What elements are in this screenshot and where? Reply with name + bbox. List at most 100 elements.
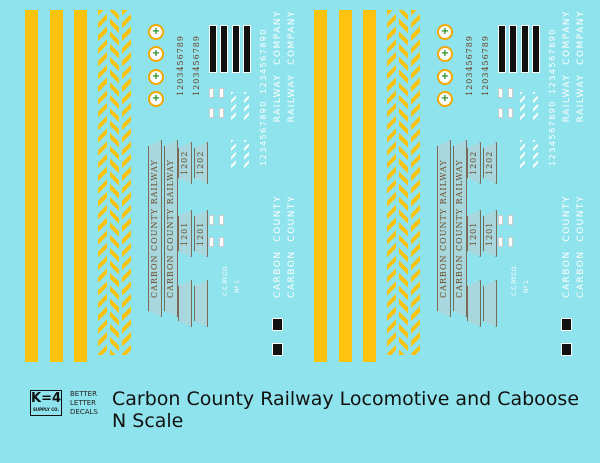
- slash-decal: [533, 92, 538, 120]
- herald-icon: +: [148, 24, 164, 40]
- herald-icon: +: [437, 69, 453, 85]
- numerals: 1203456789: [176, 35, 185, 96]
- railway-company-text: RAILWAY COMPANY: [273, 10, 283, 123]
- dash-decal: [209, 237, 214, 247]
- product-title: Carbon County Railway Locomotive and Cab…: [112, 388, 579, 432]
- dash-decal: [498, 237, 503, 247]
- dash-decal: [498, 88, 503, 98]
- black-tag-decal: [498, 25, 506, 73]
- scale-text: N Scale: [112, 410, 184, 432]
- herald-icon: +: [148, 91, 164, 107]
- dash-decal: [209, 108, 214, 118]
- chevron-stripe-decal: [399, 10, 408, 355]
- herald-icon: +: [148, 46, 164, 62]
- black-tag-small: [561, 343, 572, 356]
- numerals: 1203456789: [192, 35, 201, 96]
- black-tag-small: [561, 318, 572, 331]
- number-board: 1202: [194, 142, 208, 184]
- chevron-stripe-decal: [387, 10, 396, 355]
- slash-decal: [520, 92, 525, 120]
- black-tag-decal: [521, 25, 529, 73]
- dash-decal: [219, 215, 224, 225]
- dash-decal: [508, 215, 513, 225]
- slash-decal: [533, 140, 538, 168]
- black-tag-small: [272, 343, 283, 356]
- herald-icon: +: [437, 46, 453, 62]
- black-tag-decal: [243, 25, 251, 73]
- black-tag-decal: [220, 25, 228, 73]
- white-numerals: 1234567890: [548, 28, 557, 94]
- dash-decal: [209, 88, 214, 98]
- number-board: 1201: [467, 210, 481, 257]
- tagline: BETTER LETTER DECALS: [70, 390, 98, 417]
- herald-icon: +: [437, 24, 453, 40]
- title-text: Carbon County Railway Locomotive and Cab…: [112, 388, 580, 410]
- dash-decal: [219, 237, 224, 247]
- number-board: 1202: [483, 142, 497, 184]
- yellow-stripe-decal: [25, 10, 38, 362]
- black-tag-small: [272, 318, 283, 331]
- numerals: 1203456789: [465, 35, 474, 96]
- black-tag-decal: [532, 25, 540, 73]
- number-board: 1201: [483, 210, 497, 257]
- white-numerals: 1234567890: [259, 100, 268, 166]
- black-tag-decal: [232, 25, 240, 73]
- dash-decal: [498, 215, 503, 225]
- railroad-name-board: CARBON COUNTY RAILWAY: [164, 140, 178, 317]
- dash-decal: [508, 108, 513, 118]
- dash-decal: [508, 237, 513, 247]
- number-board: 1201: [178, 210, 192, 257]
- dash-decal: [219, 88, 224, 98]
- blank-board: [194, 280, 208, 327]
- carbon-county-text: CARBON COUNTY: [562, 195, 572, 298]
- herald-icon: +: [148, 69, 164, 85]
- railroad-name-board: CARBON COUNTY RAILWAY: [453, 140, 467, 317]
- tagline-line: DECALS: [70, 408, 98, 416]
- logo-mark: K=4: [31, 391, 62, 406]
- carbon-county-text: CARBON COUNTY: [273, 195, 283, 298]
- yellow-stripe-decal: [363, 10, 376, 362]
- white-numerals: 1234567890: [548, 100, 557, 166]
- tagline-line: BETTER: [70, 390, 97, 398]
- railroad-name-board: CARBON COUNTY RAILWAY: [148, 140, 162, 317]
- railway-company-text: RAILWAY COMPANY: [562, 10, 572, 123]
- numerals: 1203456789: [481, 35, 490, 96]
- yellow-stripe-decal: [314, 10, 327, 362]
- railway-company-text: RAILWAY COMPANY: [576, 10, 586, 123]
- slash-decal: [520, 140, 525, 168]
- dash-decal: [209, 215, 214, 225]
- yellow-stripe-decal: [50, 10, 63, 362]
- yellow-stripe-decal: [74, 10, 87, 362]
- blank-board: [483, 280, 497, 327]
- tagline-line: LETTER: [70, 399, 97, 407]
- dash-decal: [508, 88, 513, 98]
- slash-decal: [231, 92, 236, 120]
- chevron-stripe-decal: [122, 10, 131, 355]
- dash-decal: [219, 108, 224, 118]
- number-board: 1201: [194, 210, 208, 257]
- railroad-name-board: CARBON COUNTY RAILWAY: [437, 140, 451, 317]
- ccry-text: C.C.RY.CO.: [222, 265, 229, 296]
- black-tag-decal: [209, 25, 217, 73]
- black-tag-decal: [509, 25, 517, 73]
- chevron-stripe-decal: [110, 10, 119, 355]
- slash-decal: [231, 140, 236, 168]
- blank-board: [178, 280, 192, 327]
- carbon-county-text: CARBON COUNTY: [576, 195, 586, 298]
- yellow-stripe-decal: [339, 10, 352, 362]
- slash-decal: [244, 92, 249, 120]
- slash-decal: [244, 140, 249, 168]
- chevron-stripe-decal: [411, 10, 420, 355]
- no1-text: Nº 1: [523, 280, 530, 294]
- herald-icon: +: [437, 91, 453, 107]
- white-numerals: 1234567890: [259, 28, 268, 94]
- blank-board: [467, 280, 481, 327]
- chevron-stripe-decal: [98, 10, 107, 355]
- ccry-text: C.C.RY.CO.: [511, 265, 518, 296]
- logo-sub: SUPPLY CO.: [33, 407, 59, 412]
- number-board: 1202: [178, 142, 192, 184]
- no1-text: Nº 1: [234, 280, 241, 294]
